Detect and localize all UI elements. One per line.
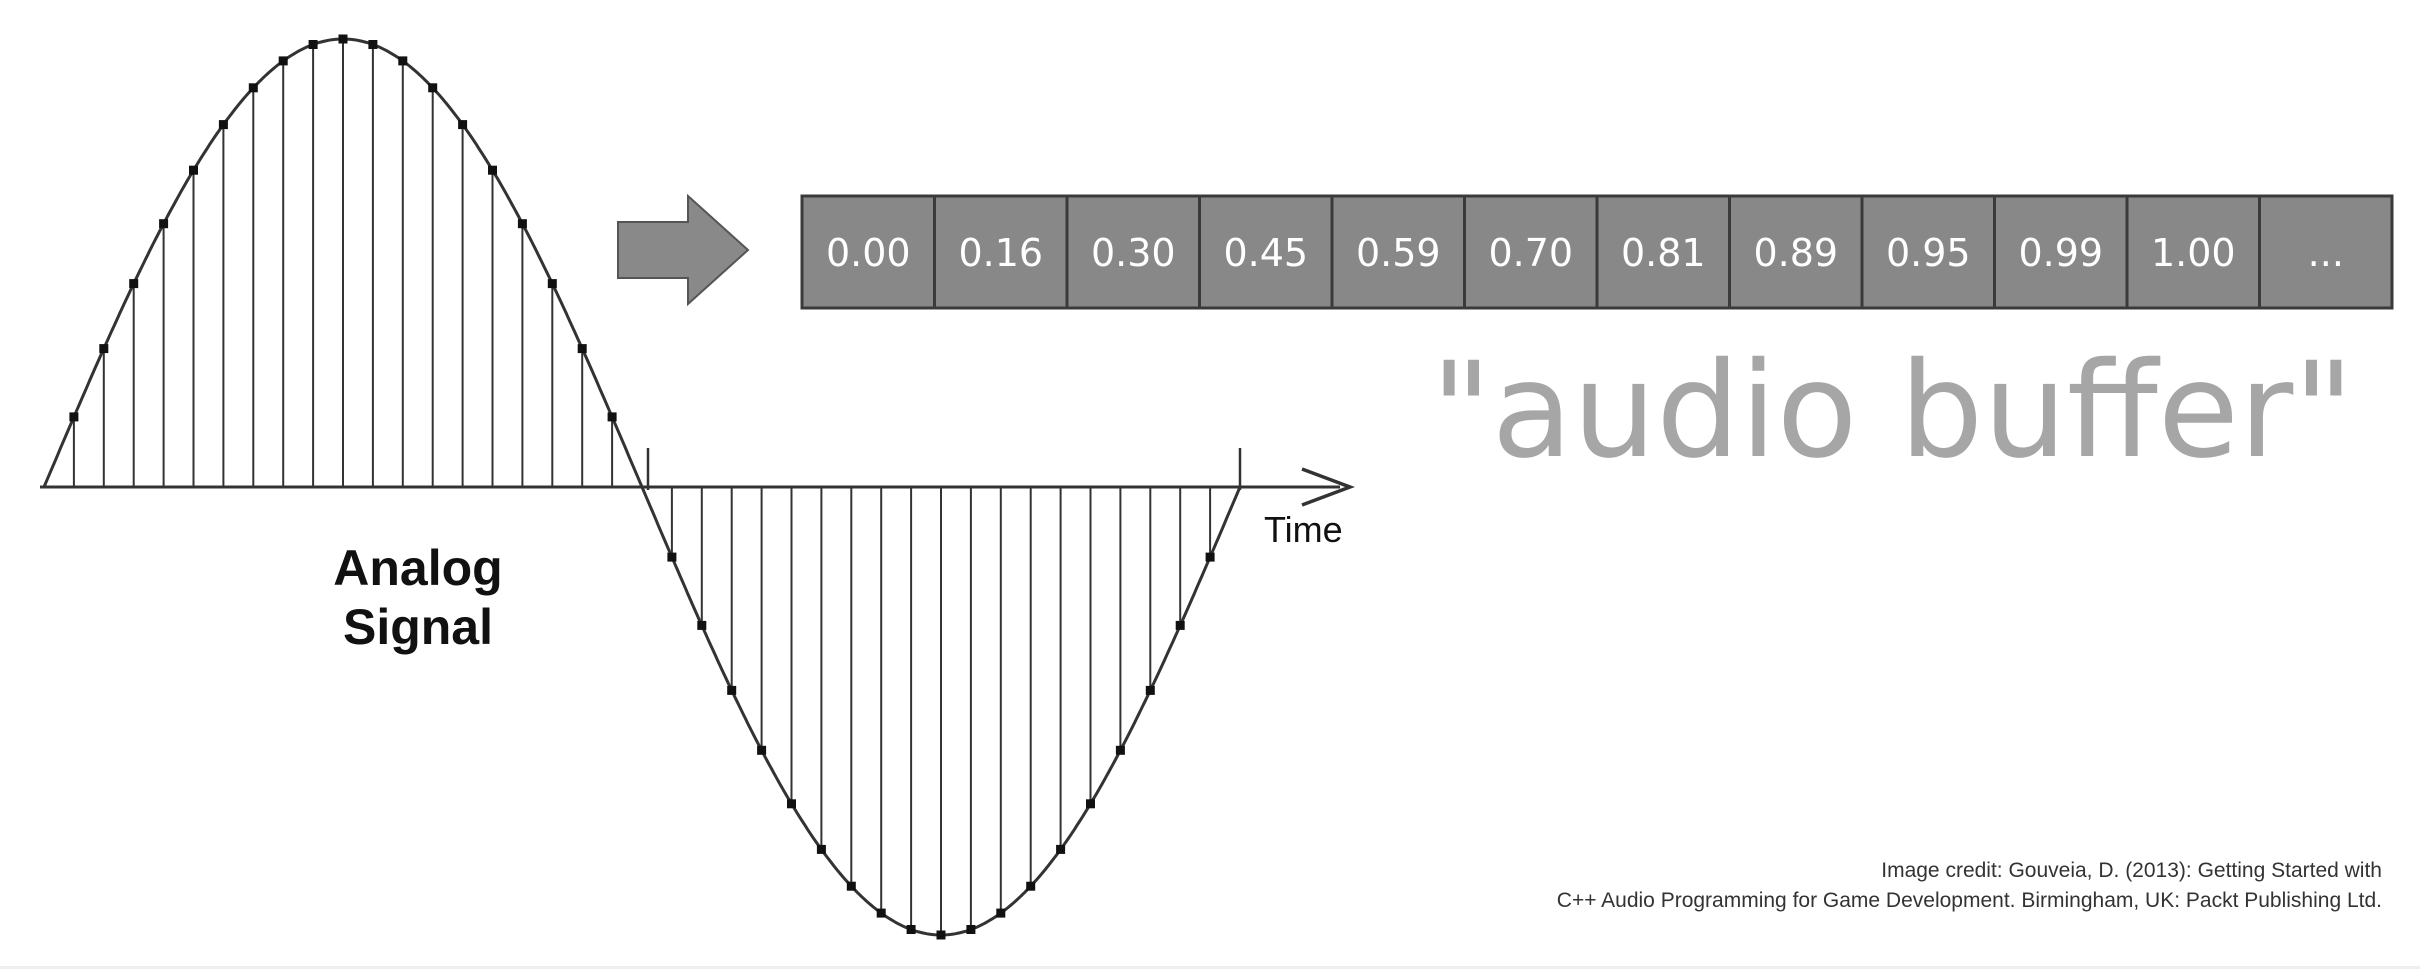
buffer-cell-value: 1.00 — [2151, 231, 2236, 275]
buffer-cell — [933, 194, 1069, 310]
time-axis-arrowhead — [1301, 467, 1355, 507]
sample-point — [428, 83, 438, 93]
sample-point — [996, 908, 1006, 918]
buffer-cell-value: 0.70 — [1488, 231, 1573, 275]
analog-signal-label: Analog Signal — [333, 540, 502, 655]
sample-point — [876, 908, 886, 918]
audio-buffer: 0.00 0.16 0.30 0.45 0.59 0.70 0.81 0.89 0.95 0.99… — [800, 194, 2394, 310]
sample-point — [1056, 844, 1066, 854]
image-credit: Image credit: Gouveia, D. (2013): Gettin… — [1557, 859, 2382, 912]
buffer-cell — [800, 194, 936, 310]
sample-point — [936, 930, 946, 940]
sample-point — [99, 344, 109, 354]
buffer-cell — [1860, 194, 1996, 310]
sample-point — [697, 620, 707, 630]
sample-point — [517, 219, 527, 229]
conversion-arrow-icon — [617, 193, 750, 307]
buffer-cell-value: 0.81 — [1621, 231, 1706, 275]
buffer-cell — [1065, 194, 1201, 310]
sample-point — [1026, 881, 1036, 891]
sample-point — [248, 83, 258, 93]
sample-point — [547, 279, 557, 289]
sample-point — [398, 56, 408, 66]
sample-point — [1086, 799, 1095, 809]
buffer-cell — [2258, 194, 2394, 310]
sample-point — [458, 120, 468, 130]
time-axis-label: Time — [1264, 509, 1343, 550]
buffer-cell-value: 0.16 — [958, 231, 1043, 275]
buffer-cell-value: 0.30 — [1091, 231, 1176, 275]
sample-point — [1115, 745, 1125, 755]
sample-point — [846, 881, 856, 891]
sample-point — [308, 40, 318, 49]
bottom-divider — [0, 966, 2420, 969]
sample-point — [607, 412, 617, 422]
sample-point — [816, 844, 826, 854]
buffer-cell-value: 0.00 — [826, 231, 911, 275]
buffer-cell — [1728, 194, 1864, 310]
sample-point — [368, 40, 378, 49]
sample-point — [787, 799, 796, 809]
sample-point — [667, 552, 677, 562]
sample-point — [727, 685, 737, 695]
sample-point — [338, 34, 348, 44]
buffer-cell-value: 0.89 — [1753, 231, 1838, 275]
image-credit-line1: Image credit: Gouveia, D. (2013): Gettin… — [1881, 859, 2382, 882]
buffer-cell-value: ... — [2308, 231, 2344, 275]
buffer-cell-value: 0.45 — [1223, 231, 1308, 275]
sample-point — [966, 925, 976, 934]
analog-signal-label-line1: Analog — [333, 540, 502, 596]
sample-point — [1205, 552, 1215, 562]
sample-point — [757, 745, 767, 755]
buffer-cell — [1595, 194, 1731, 310]
time-axis: Time — [40, 448, 1355, 550]
sample-point — [1145, 685, 1155, 695]
sample-lines — [72, 39, 1212, 935]
buffer-cell — [1463, 194, 1599, 310]
audio-buffer-label: "audio buffer" — [1431, 334, 2354, 488]
analog-signal-label-line2: Signal — [343, 599, 493, 655]
buffer-cell — [1198, 194, 1334, 310]
sample-point — [159, 219, 169, 229]
buffer-cell-value: 0.99 — [2018, 231, 2103, 275]
buffer-cell-value: 0.95 — [1886, 231, 1971, 275]
sample-point — [69, 412, 79, 422]
sample-point — [129, 279, 139, 289]
sample-dots — [69, 34, 1215, 940]
image-credit-line2: C++ Audio Programming for Game Developme… — [1557, 889, 2382, 912]
sample-point — [218, 120, 228, 130]
buffer-cell-value: 0.59 — [1356, 231, 1441, 275]
sample-point — [577, 344, 587, 354]
sample-point — [189, 165, 198, 175]
sample-point — [488, 165, 497, 175]
sample-point — [906, 925, 916, 934]
waveform — [42, 34, 1242, 940]
buffer-cell — [2125, 194, 2261, 310]
sample-point — [278, 56, 288, 66]
sample-point — [1175, 620, 1185, 630]
buffer-cell — [1330, 194, 1466, 310]
